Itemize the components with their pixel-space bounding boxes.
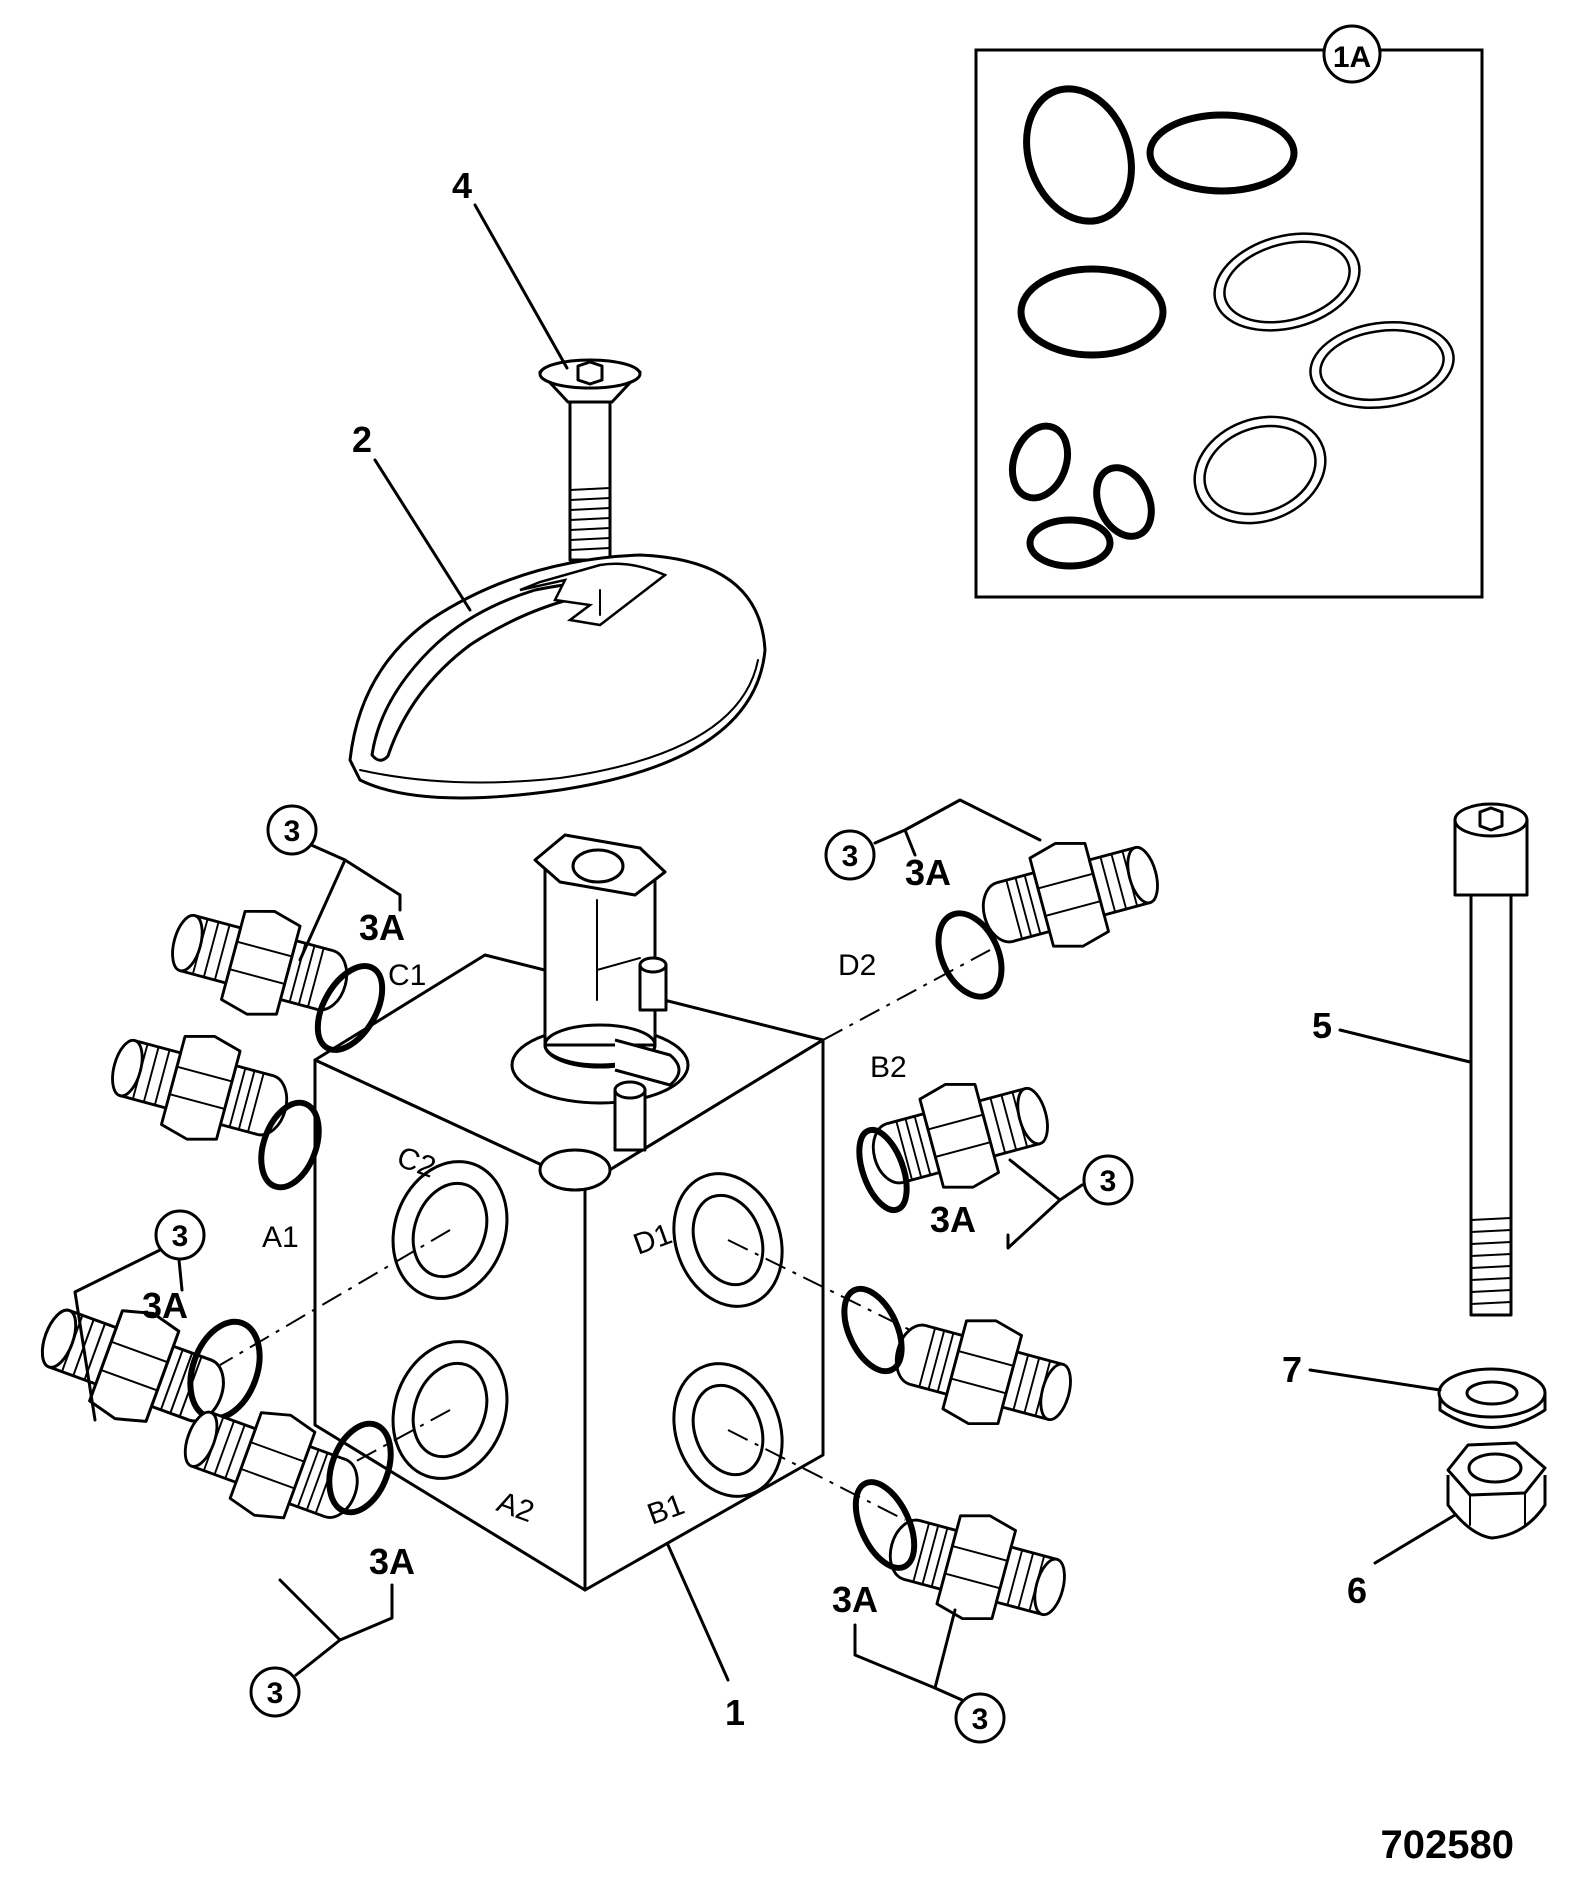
port-label-c1: C1 xyxy=(388,959,426,992)
o-ring-b1 xyxy=(852,1479,918,1571)
fitting-d2 xyxy=(969,818,1171,971)
callout-5: 5 xyxy=(1312,1005,1332,1046)
o-ring-seal xyxy=(1093,464,1155,540)
o-ring-seal xyxy=(1008,422,1072,502)
callout-3a-upper-right: 3A xyxy=(905,852,951,893)
fitting-c1 xyxy=(159,886,361,1039)
bonded-seal xyxy=(1193,415,1327,525)
leader-1 xyxy=(666,1543,730,1682)
drawing-number: 702580 xyxy=(1381,1823,1514,1867)
callout-3-upper-right: 3 xyxy=(842,840,859,873)
o-ring-c1 xyxy=(314,963,386,1053)
o-ring-a1 xyxy=(258,1099,322,1191)
callout-1: 1 xyxy=(725,1692,745,1733)
bonded-seal xyxy=(1213,232,1361,332)
callout-3-bottom-left: 3 xyxy=(267,1677,284,1710)
o-ring-seal xyxy=(1026,516,1114,570)
callout-3-bottom-right: 3 xyxy=(972,1703,989,1736)
fitting-a1 xyxy=(99,1011,301,1164)
o-ring-seal xyxy=(1017,265,1167,359)
o-ring-seal xyxy=(1023,85,1135,225)
o-ring-d1 xyxy=(841,1285,905,1375)
o-ring-b2 xyxy=(856,1126,910,1214)
leader-7 xyxy=(1308,1368,1442,1392)
seal-kit-box: 1A xyxy=(974,24,1484,599)
rubber-boot-cover xyxy=(348,553,767,800)
callout-3a-right: 3A xyxy=(930,1199,976,1240)
cap-screw xyxy=(1453,802,1529,1317)
callout-7: 7 xyxy=(1282,1349,1302,1390)
o-ring-seal xyxy=(1146,111,1298,195)
leader-4 xyxy=(473,203,569,370)
callout-4: 4 xyxy=(452,165,472,206)
callout-3-upper-left: 3 xyxy=(284,815,301,848)
callout-2: 2 xyxy=(352,419,372,460)
fitting-d1 xyxy=(882,1296,1084,1449)
bonded-seal xyxy=(1309,320,1455,410)
callout-3a-bottom-right: 3A xyxy=(832,1579,878,1620)
washer xyxy=(1437,1367,1547,1429)
callout-3a-mid-left: 3A xyxy=(142,1285,188,1326)
countersunk-screw xyxy=(538,358,642,562)
callout-1a: 1A xyxy=(1333,41,1371,74)
leader-6 xyxy=(1373,1513,1457,1565)
leader-2 xyxy=(373,458,472,612)
leader-5 xyxy=(1338,1028,1472,1064)
callout-3-mid-left: 3 xyxy=(172,1220,189,1253)
lock-nut xyxy=(1446,1441,1547,1540)
port-label-d2: D2 xyxy=(838,949,876,982)
port-label-a1: A1 xyxy=(262,1221,299,1254)
callout-badge-1a xyxy=(1322,24,1382,84)
port-label-b2: B2 xyxy=(870,1051,907,1084)
callout-3-right: 3 xyxy=(1100,1165,1117,1198)
callout-3a-bottom-left: 3A xyxy=(369,1541,415,1582)
callout-6: 6 xyxy=(1347,1570,1367,1611)
o-ring-a2 xyxy=(326,1420,394,1516)
o-ring-d2 xyxy=(935,910,1005,1000)
callout-3a-upper-left: 3A xyxy=(359,907,405,948)
